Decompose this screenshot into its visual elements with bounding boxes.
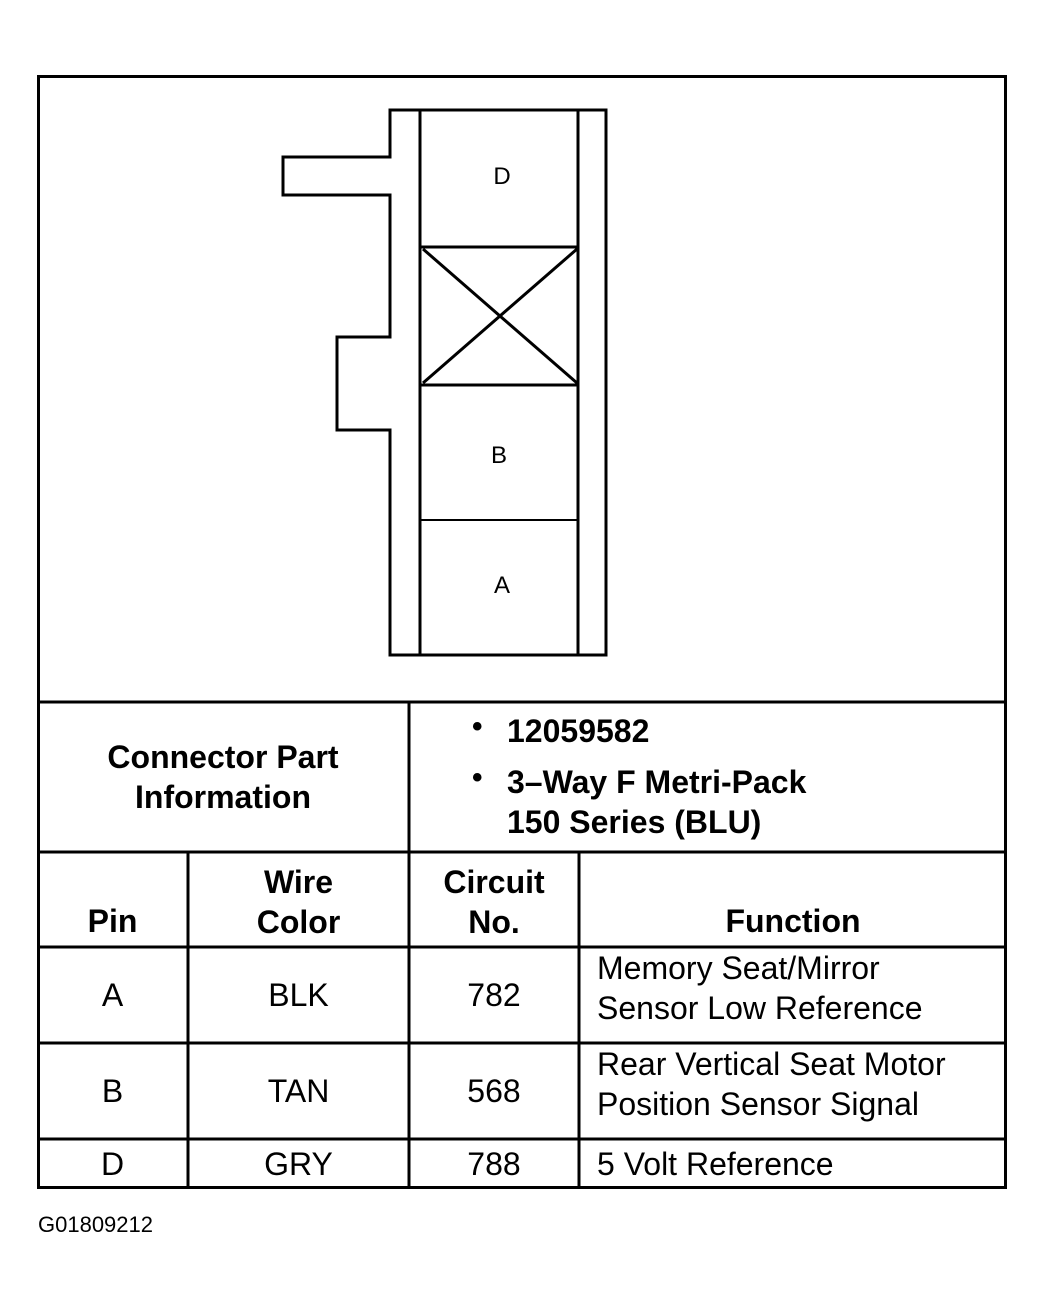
row-b-function: Rear Vertical Seat Motor Position Sensor…: [597, 1044, 1002, 1138]
connector-diagram-frame: D B A Connector Part Information • 12059…: [37, 75, 1007, 1189]
connector-pin-d-label: D: [493, 163, 511, 190]
row-d-pin: D: [100, 1146, 125, 1182]
figure-id: G01809212: [38, 1212, 153, 1237]
row-a-function-line2: Sensor Low Reference: [597, 990, 923, 1026]
connector-part-info-label: Connector Part Information: [37, 704, 409, 850]
connector-left-housing: [281, 108, 422, 657]
row-b-wire-color: TAN: [267, 1073, 330, 1109]
row-d-wire-color: GRY: [264, 1146, 333, 1182]
diagram-lines: [37, 75, 1007, 1189]
bullet-icon: •: [472, 710, 483, 743]
header-pin: Pin: [87, 903, 138, 939]
header-circuit-line2: No.: [468, 904, 520, 940]
connector-right-rail: [576, 108, 608, 657]
row-b-circuit: 568: [467, 1073, 521, 1109]
connector-pin-b-label: B: [490, 442, 507, 469]
row-a-function: Memory Seat/Mirror Sensor Low Reference: [597, 948, 1002, 1042]
row-d-circuit: 788: [467, 1146, 521, 1182]
header-wire-color-line2: Color: [256, 904, 341, 940]
header-circuit-line1: Circuit: [443, 864, 545, 900]
header-wire-color: Wire Color: [188, 858, 409, 946]
row-b-pin: B: [101, 1073, 124, 1109]
connector-pin-a-label: A: [493, 572, 510, 599]
row-d-function: 5 Volt Reference: [597, 1146, 834, 1182]
row-a-circuit: 782: [467, 977, 521, 1013]
row-a-wire-color: BLK: [268, 977, 329, 1013]
blocked-cavity-mark: [422, 247, 578, 385]
row-a-pin: A: [101, 977, 124, 1013]
part-number: 12059582: [507, 713, 650, 749]
row-b-function-line1: Rear Vertical Seat Motor: [597, 1046, 946, 1082]
bullet-icon: •: [472, 761, 483, 794]
connector-type-line1: 3–Way F Metri-Pack: [507, 764, 807, 800]
part-info-label-line2: Information: [135, 779, 311, 815]
connector-type-line2: 150 Series (BLU): [507, 804, 762, 840]
header-circuit-no: Circuit No.: [409, 858, 579, 946]
part-info-label-line1: Connector Part: [107, 739, 339, 775]
row-a-function-line1: Memory Seat/Mirror: [597, 950, 880, 986]
outer-border: [37, 75, 1007, 1189]
header-function: Function: [725, 903, 861, 939]
header-wire-color-line1: Wire: [263, 864, 334, 900]
row-b-function-line2: Position Sensor Signal: [597, 1086, 919, 1122]
